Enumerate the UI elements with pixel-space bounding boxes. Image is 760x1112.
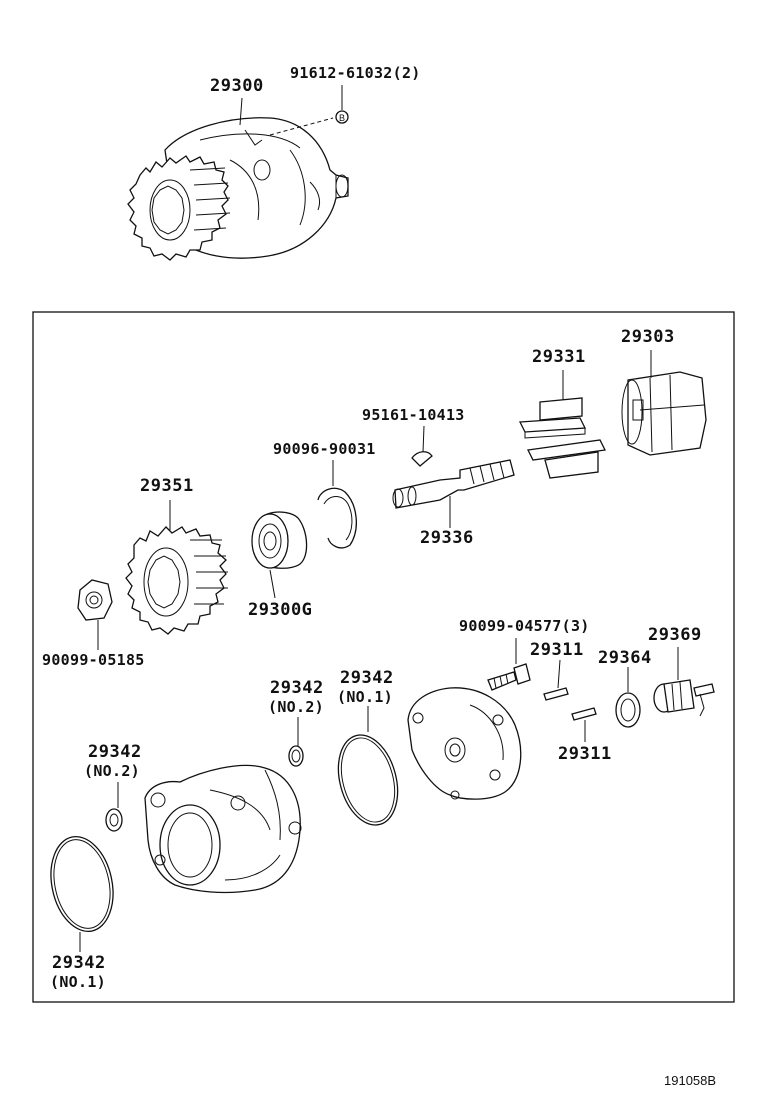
label-91612-61032: 91612-61032(2) [290, 64, 421, 82]
label-29300g: 29300G [248, 600, 313, 620]
label-29342-no2-center-sub: (NO.2) [268, 698, 324, 716]
label-29351: 29351 [140, 476, 194, 496]
part-29303 [621, 350, 707, 456]
part-front-housing [144, 764, 302, 894]
part-29369 [653, 647, 715, 717]
part-29342-no2-center [288, 717, 304, 767]
label-29369: 29369 [648, 625, 702, 645]
part-29300g [251, 511, 308, 599]
marker-b-letter: B [339, 113, 345, 123]
part-29364 [615, 667, 641, 728]
reference-code: 191058B [664, 1073, 717, 1088]
part-90099-04577 [487, 638, 531, 691]
part-end-housing [407, 687, 522, 800]
label-90099-04577: 90099-04577(3) [459, 617, 590, 635]
label-29336: 29336 [420, 528, 474, 548]
part-90096-90031 [317, 460, 357, 549]
label-29364: 29364 [598, 648, 652, 668]
label-29342-no1-right: 29342 [340, 668, 394, 688]
marker-b-circle [335, 110, 349, 124]
starter-assembly-29300: B [127, 85, 349, 261]
gear-top [127, 155, 231, 261]
label-90096-90031: 90096-90031 [273, 440, 376, 458]
part-90099-05185 [77, 579, 113, 650]
part-29311-a [543, 659, 569, 701]
part-29342-no2-left [105, 782, 123, 832]
label-29342-no2-left: 29342 [88, 742, 142, 762]
part-29336 [392, 459, 515, 528]
part-95161-10413 [411, 425, 433, 467]
part-29351 [125, 500, 228, 635]
part-29331 [518, 370, 606, 479]
part-29342-no1-left [50, 835, 114, 952]
label-90099-05185: 90099-05185 [42, 651, 145, 669]
label-95161-10413: 95161-10413 [362, 406, 465, 424]
label-29300: 29300 [210, 76, 264, 96]
label-29311-b: 29311 [558, 744, 612, 764]
part-29342-no1-right [337, 706, 399, 826]
label-29342-no1-left-sub: (NO.1) [50, 973, 106, 991]
label-29342-no2-left-sub: (NO.2) [84, 762, 140, 780]
label-29303: 29303 [621, 327, 675, 347]
label-29311-a: 29311 [530, 640, 584, 660]
label-29342-no1-right-sub: (NO.1) [337, 688, 393, 706]
label-29342-no2-center: 29342 [270, 678, 324, 698]
label-29331: 29331 [532, 347, 586, 367]
assembly-frame [32, 311, 735, 1003]
label-29342-no1-left: 29342 [52, 953, 106, 973]
part-29311-b [571, 707, 597, 742]
